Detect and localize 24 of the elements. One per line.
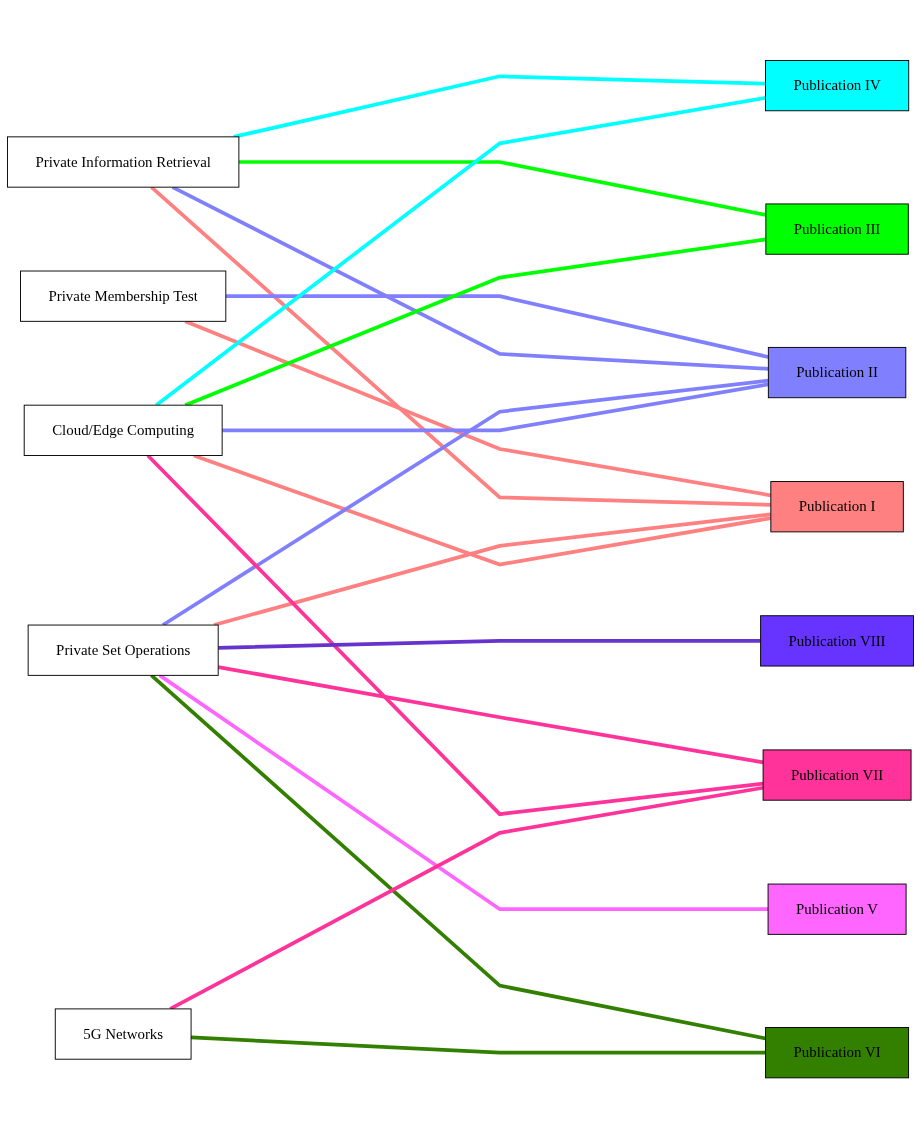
- connector: [213, 512, 772, 627]
- connector: [225, 294, 769, 359]
- node-box: Publication III: [765, 203, 909, 255]
- node-box: Publication V: [767, 883, 907, 935]
- connector: [238, 160, 767, 217]
- connector: [146, 454, 764, 816]
- node-box: Publication VI: [765, 1026, 910, 1079]
- node-box: 5G Networks: [54, 1008, 192, 1060]
- node-box: Publication IV: [765, 59, 910, 112]
- connector: [184, 237, 767, 407]
- connector: [155, 95, 766, 407]
- connector: [190, 1035, 766, 1055]
- connector: [222, 382, 769, 433]
- node-box: Private Information Retrieval: [7, 136, 240, 188]
- node-box: Publication I: [770, 480, 904, 533]
- connector: [217, 665, 764, 765]
- node-box: Publication VII: [762, 749, 912, 801]
- connector: [233, 74, 766, 139]
- node-box: Cloud/Edge Computing: [23, 404, 223, 456]
- connector: [218, 638, 761, 650]
- node-box: Publication VIII: [760, 615, 914, 667]
- node-box: Private Set Operations: [27, 624, 219, 676]
- node-box: Publication II: [767, 346, 907, 399]
- node-box: Private Membership Test: [20, 270, 227, 322]
